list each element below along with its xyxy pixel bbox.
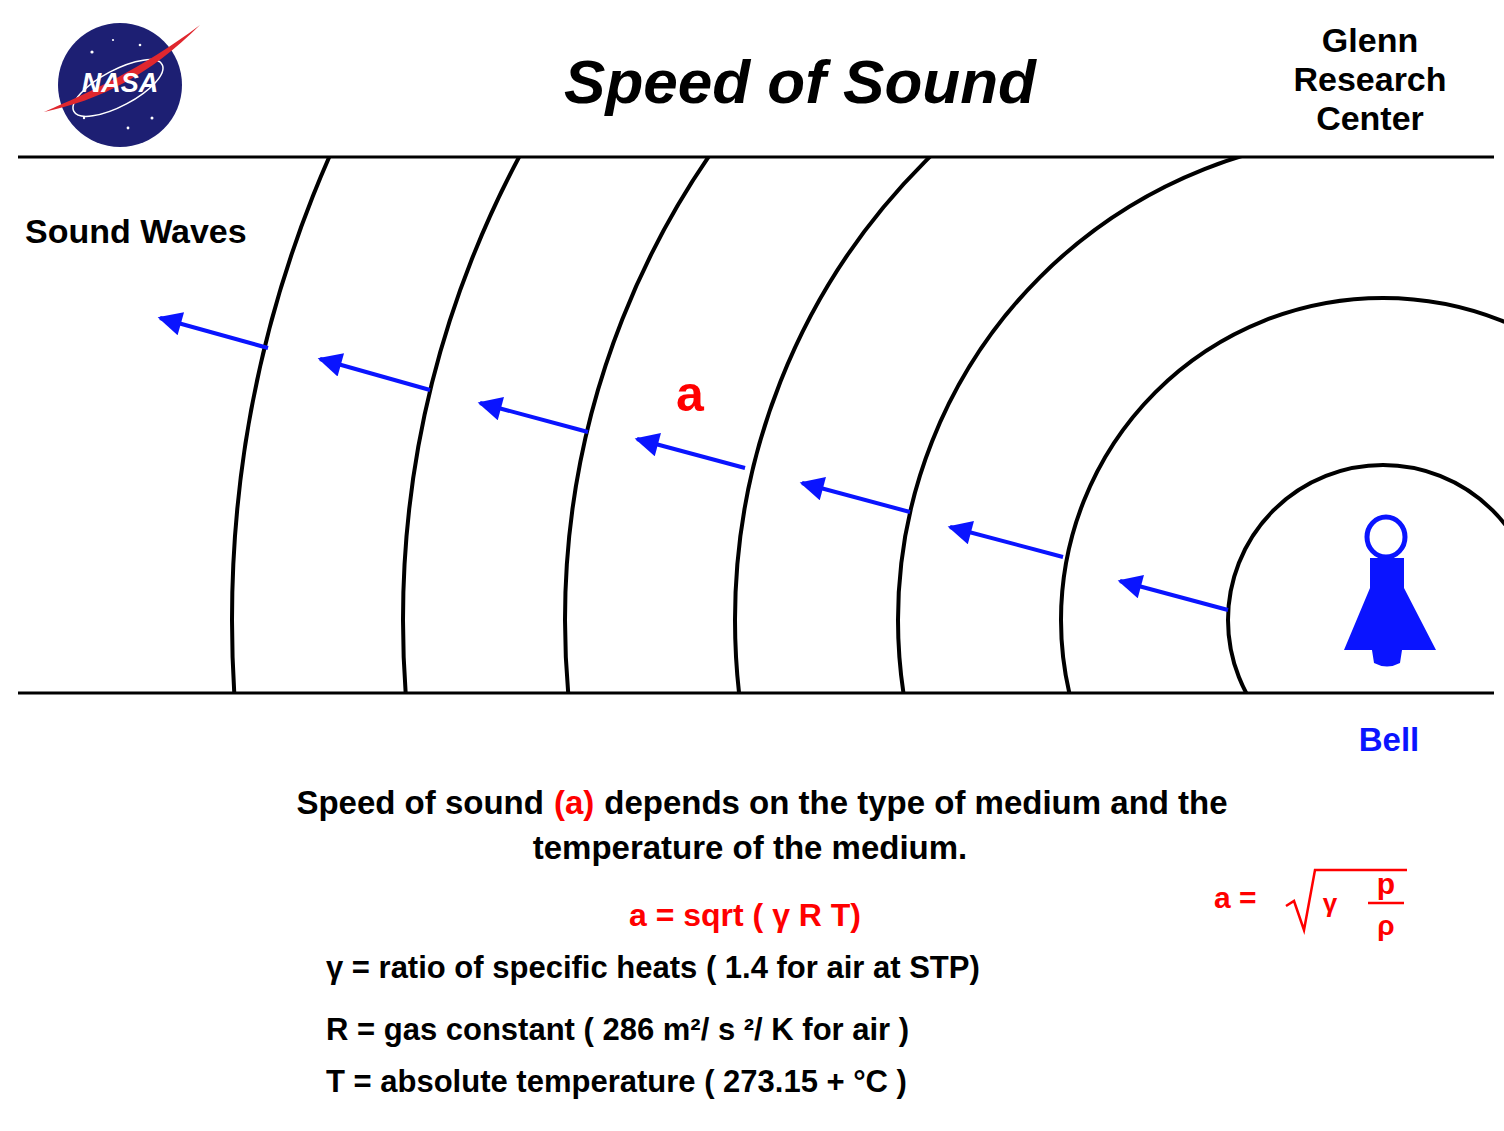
logo-star [127, 127, 130, 130]
bell-body [1344, 558, 1436, 650]
logo-star [139, 44, 142, 47]
definition: R = gas constant ( 286 m²/ s ²/ K for ai… [326, 1012, 909, 1048]
propagation-arrow [1120, 581, 1228, 610]
wave-front [232, 157, 1504, 693]
center-name: Glenn Research Center [1280, 21, 1460, 138]
formula-part: p [1377, 867, 1395, 902]
formula-part: ρ [1377, 910, 1394, 942]
frame-line [18, 692, 1494, 695]
sentence-part: Speed of sound [296, 784, 544, 822]
region-label: Sound Waves [25, 212, 247, 251]
bell-icon [1344, 517, 1436, 667]
logo-text: NASA [82, 68, 159, 99]
wave-front [565, 157, 1504, 693]
wave-front [1061, 298, 1504, 693]
bell-ring [1367, 517, 1405, 557]
page-title: Speed of Sound [564, 46, 1036, 117]
propagation-arrow [160, 318, 268, 348]
logo-star [83, 117, 85, 119]
nasa-logo [44, 23, 200, 147]
propagation-arrow [480, 403, 588, 432]
logo-swoosh [44, 25, 200, 112]
sentence-part: depends on the type of medium and the [604, 784, 1227, 822]
frame-line [18, 156, 1494, 159]
fraction-bar [1368, 902, 1404, 905]
bell-clapper [1372, 650, 1402, 667]
propagation-arrow [950, 527, 1063, 557]
propagation-arrows [160, 318, 1228, 610]
formula-part: γ [1323, 889, 1337, 919]
wave-fronts [232, 157, 1504, 693]
logo-star [112, 39, 114, 41]
wave-front [735, 157, 1504, 693]
formula-part: a = [1214, 881, 1257, 916]
propagation-arrow [637, 439, 745, 468]
logo-star [90, 50, 93, 53]
symbol-label: a [676, 366, 704, 424]
propagation-arrow [802, 483, 910, 512]
wave-front [1228, 465, 1504, 693]
definition: γ = ratio of specific heats ( 1.4 for ai… [326, 950, 980, 986]
definition: T = absolute temperature ( 273.15 + °C ) [326, 1064, 907, 1100]
source-label: Bell [1359, 721, 1420, 759]
formula: a = sqrt ( γ R T) [629, 897, 861, 934]
propagation-arrow [320, 359, 430, 390]
sentence-part: temperature of the medium. [533, 829, 968, 867]
symbol-label: (a) [554, 784, 594, 822]
wave-front [403, 157, 1504, 693]
logo-star [151, 117, 154, 120]
wave-front [898, 157, 1504, 693]
logo-disc [58, 23, 182, 147]
